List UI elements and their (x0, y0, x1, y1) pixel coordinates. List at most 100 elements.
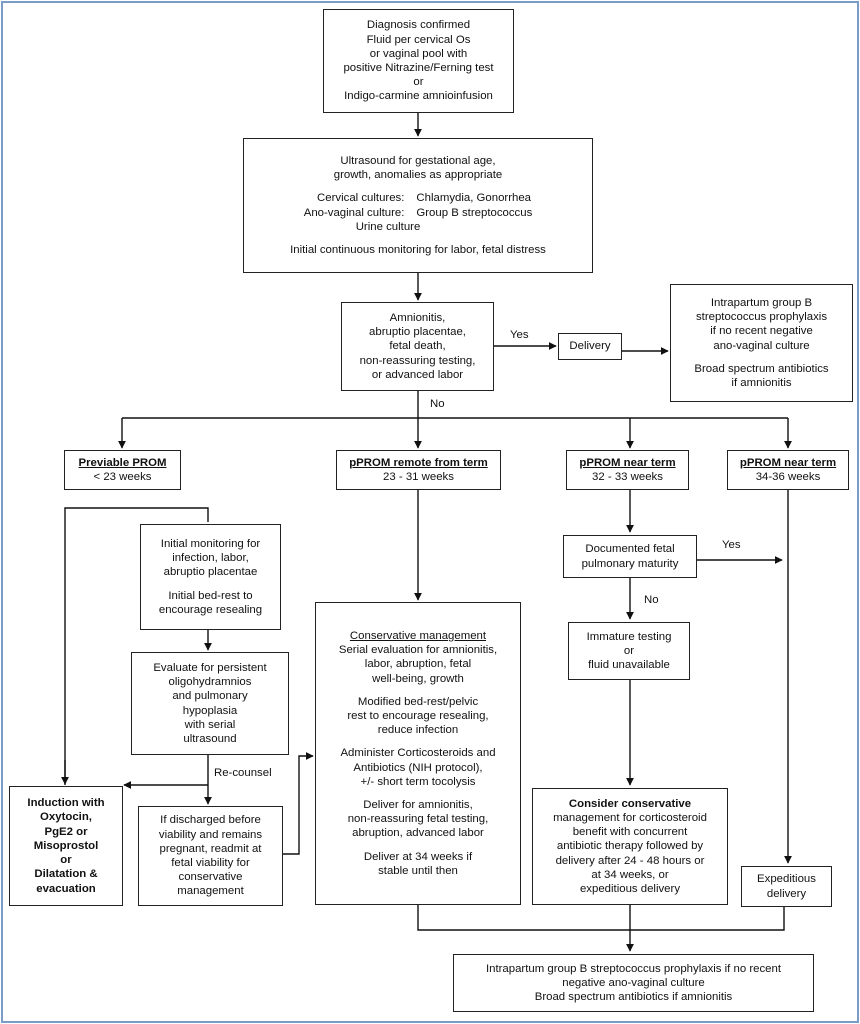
evaluate-line: and pulmonary (172, 690, 248, 703)
monitoring-line: Initial continuous monitoring for labor,… (290, 243, 546, 256)
conservative-line: non-reassuring fetal testing, (347, 813, 489, 826)
intrapartum-line: if no recent negative (710, 325, 813, 338)
immature-line: Immature testing (586, 630, 672, 643)
immature-testing-box: Immature testing or fluid unavailable (568, 622, 690, 680)
pprom-near-term-32-box: pPROM near term 32 - 33 weeks (566, 450, 689, 490)
immature-line: fluid unavailable (588, 659, 670, 672)
category-weeks: 34-36 weeks (755, 471, 821, 483)
line-previable-split (64, 507, 209, 785)
no-label: No (644, 594, 659, 606)
initial-monitoring-box: Initial monitoring for infection, labor,… (140, 524, 281, 630)
intrapartum-line: streptococcus prophylaxis (695, 311, 828, 324)
induction-line: or (60, 854, 72, 867)
category-weeks: 32 - 33 weeks (592, 471, 663, 483)
conservative-title: Conservative management (349, 629, 487, 642)
intrapartum-line: Intrapartum group B (710, 296, 813, 309)
cultures-table: Cervical cultures: Ano-vaginal culture: … (304, 191, 533, 219)
expeditious-line: delivery (766, 887, 807, 900)
conservative-line: +/- short term tocolysis (360, 775, 476, 788)
category-title: pPROM remote from term (349, 456, 488, 469)
delivery-box: Delivery (558, 333, 622, 360)
ultrasound-box: Ultrasound for gestational age, growth, … (243, 138, 593, 273)
diagnosis-box: Diagnosis confirmed Fluid per cervical O… (323, 9, 514, 113)
intrapartum-bottom-box: Intrapartum group B streptococcus prophy… (453, 954, 814, 1012)
consider-line: antibiotic therapy followed by (556, 840, 704, 853)
ultrasound-line: Ultrasound for gestational age, (340, 154, 496, 167)
documented-maturity-box: Documented fetal pulmonary maturity (563, 535, 697, 578)
conservative-line: rest to encourage resealing, (347, 709, 489, 722)
conservative-line: Antibiotics (NIH protocol), (353, 761, 483, 774)
induction-line: Dilatation & (34, 868, 98, 881)
intrapartum-line: ano-vaginal culture (713, 339, 810, 352)
conservative-management-box: Conservative management Serial evaluatio… (315, 602, 521, 905)
evaluate-line: hypoplasia (182, 704, 238, 717)
discharged-line: management (177, 885, 244, 898)
discharged-box: If discharged before viability and remai… (138, 806, 283, 906)
amnionitis-line: abruptio placentae, (369, 326, 466, 339)
yes-label: Yes (510, 329, 529, 341)
conservative-line: Administer Corticosteroids and (340, 747, 496, 760)
evaluate-line: ultrasound (183, 732, 237, 745)
documented-line: Documented fetal (585, 543, 675, 556)
no-label: No (430, 398, 445, 410)
intrapartum-line: if amnionitis (731, 376, 792, 389)
consider-conservative-box: Consider conservative management for cor… (532, 788, 728, 905)
conservative-line: stable until then (378, 864, 458, 877)
previable-prom-box: Previable PROM < 23 weeks (64, 450, 181, 490)
amnionitis-line: fetal death, (389, 340, 446, 353)
intrapartum-line: Broad spectrum antibiotics (694, 362, 829, 375)
diagnosis-line: Diagnosis confirmed (366, 19, 471, 32)
category-title: Previable PROM (78, 456, 167, 469)
diagnosis-line: Indigo-carmine amnioinfusion (344, 90, 493, 103)
discharged-line: fetal viability for (171, 857, 250, 869)
consider-line: at 34 weeks, or (591, 868, 669, 881)
expeditious-line: Expeditious (757, 873, 816, 886)
discharged-line: pregnant, readmit at (159, 842, 262, 855)
intrapartum-bottom-line: Intrapartum group B streptococcus prophy… (485, 962, 782, 975)
diagnosis-line: positive Nitrazine/Ferning test (343, 62, 494, 74)
culture-value: Chlamydia, Gonorrhea (416, 192, 532, 205)
conservative-line: Serial evaluation for amnionitis, (338, 644, 498, 657)
urine-culture: Urine culture (355, 220, 421, 233)
induction-line: PgE2 or (44, 825, 88, 838)
monitoring-text: encourage resealing (158, 603, 263, 616)
recounsel-label: Re-counsel (214, 767, 272, 779)
intrapartum-bottom-line: Broad spectrum antibiotics if amnionitis (534, 991, 733, 1004)
evaluate-line: Evaluate for persistent (153, 661, 267, 674)
ultrasound-line: growth, anomalies as appropriate (333, 169, 503, 182)
diagnosis-line: or vaginal pool with (369, 47, 468, 60)
diagnosis-line: Fluid per cervical Os (366, 33, 471, 46)
culture-value: Group B streptococcus (416, 206, 533, 219)
intrapartum-top-box: Intrapartum group B streptococcus prophy… (670, 284, 853, 402)
documented-line: pulmonary maturity (581, 557, 679, 570)
monitoring-text: Initial monitoring for (160, 537, 261, 550)
induction-line: evacuation (36, 882, 96, 895)
consider-line: management for corticosteroid (553, 811, 707, 824)
induction-box: Induction with Oxytocin, PgE2 or Misopro… (9, 786, 123, 906)
amnionitis-line: non-reassuring testing, (359, 354, 476, 367)
monitoring-text: Initial bed-rest to (168, 589, 253, 602)
conservative-line: Deliver at 34 weeks if (363, 850, 473, 863)
category-title: pPROM near term (579, 456, 676, 469)
pprom-near-term-34-box: pPROM near term 34-36 weeks (727, 450, 849, 490)
amnionitis-line: or advanced labor (371, 368, 464, 381)
consider-line: delivery after 24 - 48 hours or (555, 854, 705, 867)
conservative-line: Modified bed-rest/pelvic (357, 695, 479, 708)
discharged-line: conservative (178, 871, 243, 884)
pprom-remote-box: pPROM remote from term 23 - 31 weeks (336, 450, 501, 490)
conservative-line: Deliver for amnionitis, (363, 799, 473, 811)
category-weeks: 23 - 31 weeks (383, 471, 454, 483)
monitoring-text: infection, labor, (172, 552, 249, 565)
category-weeks: < 23 weeks (93, 471, 152, 483)
discharged-line: If discharged before (160, 814, 261, 827)
evaluate-box: Evaluate for persistent oligohydramnios … (131, 652, 289, 755)
consider-line: expeditious delivery (579, 883, 681, 895)
evaluate-line: with serial (184, 718, 236, 731)
conservative-line: well-being, growth (372, 672, 464, 685)
discharged-line: viability and remains (158, 828, 263, 841)
intrapartum-bottom-line: negative ano-vaginal culture (562, 976, 705, 989)
category-title: pPROM near term (739, 456, 837, 469)
culture-label: Ano-vaginal culture: (303, 206, 405, 219)
conservative-line: reduce infection (377, 724, 459, 737)
